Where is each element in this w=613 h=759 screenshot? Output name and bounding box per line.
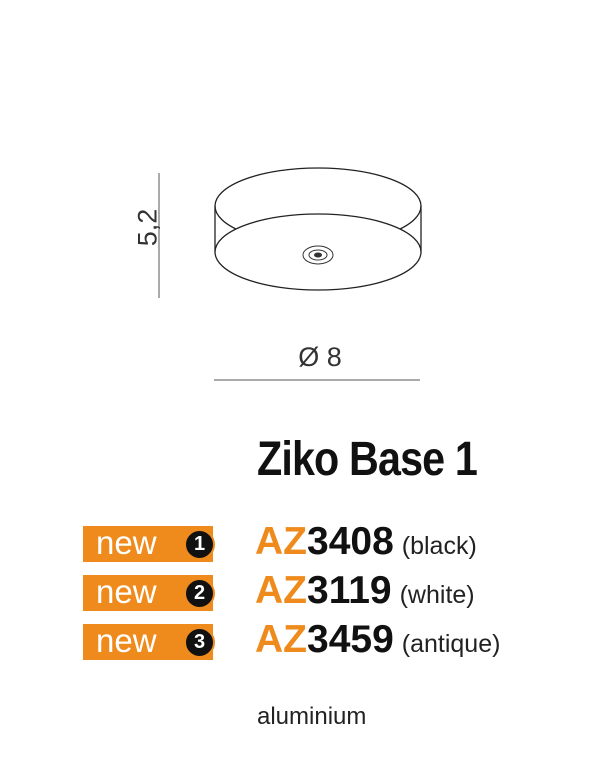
center-mount-icon: [302, 245, 334, 265]
code-digits: 3119: [307, 569, 392, 612]
technical-drawing: [158, 167, 422, 381]
finish-label: (black): [401, 532, 477, 560]
code-prefix: AZ: [255, 618, 307, 661]
product-title: Ziko Base 1: [257, 433, 478, 486]
code-digits: 3408: [307, 520, 394, 563]
lamp-bottom-face: [214, 213, 422, 291]
finish-label: (antique): [401, 630, 501, 658]
code-prefix: AZ: [255, 520, 307, 563]
product-code: AZ3408(black): [255, 520, 477, 564]
new-badge-label: new: [96, 573, 157, 610]
variant-number-icon: 1: [184, 529, 215, 560]
variant-number-icon: 3: [184, 627, 215, 658]
code-prefix: AZ: [255, 569, 307, 612]
diameter-dimension-label: Ø 8: [298, 342, 342, 372]
height-dimension-label: 5,2: [132, 208, 163, 247]
product-code: AZ3459(antique): [255, 618, 500, 662]
code-digits: 3459: [307, 618, 394, 661]
variant-row-2: new 2 AZ3119(white): [0, 569, 613, 613]
product-code: AZ3119(white): [255, 569, 475, 613]
new-badge-label: new: [96, 622, 157, 659]
finish-label: (white): [399, 581, 475, 609]
variant-row-3: new 3 AZ3459(antique): [0, 618, 613, 662]
new-badge-label: new: [96, 524, 157, 561]
variant-number-icon: 2: [184, 578, 215, 609]
material-label: aluminium: [257, 703, 367, 730]
variant-row-1: new 1 AZ3408(black): [0, 520, 613, 564]
